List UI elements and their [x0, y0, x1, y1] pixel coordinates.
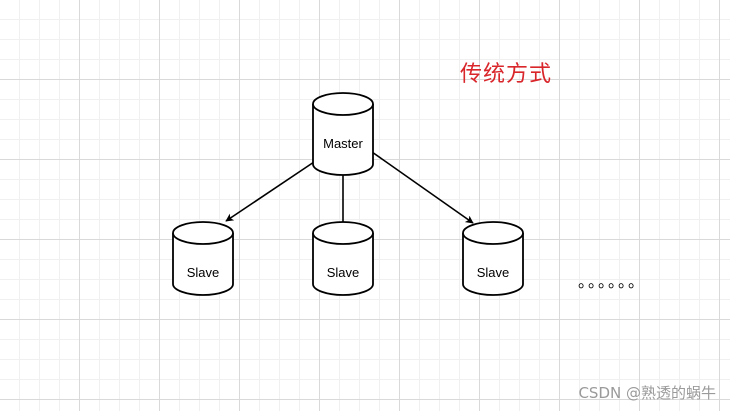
arrow-master-to-slave-1	[225, 161, 315, 222]
slave-3-cylinder-body	[462, 233, 524, 296]
slave-node-1[interactable]: Slave	[172, 221, 234, 296]
slave-1-cylinder-top	[172, 221, 234, 245]
slave-node-2[interactable]: Slave	[312, 221, 374, 296]
watermark: CSDN @熟透的蜗牛	[578, 384, 716, 402]
slave-3-label: Slave	[477, 265, 510, 280]
master-node[interactable]: Master	[312, 92, 374, 176]
slave-3-cylinder-top	[462, 221, 524, 245]
slave-2-cylinder-top	[312, 221, 374, 245]
slave-2-cylinder-body	[312, 233, 374, 296]
more-nodes-ellipsis: 。。。。。。	[578, 272, 647, 291]
slave-2-label: Slave	[327, 265, 360, 280]
diagram-title: 传统方式	[460, 62, 553, 87]
slave-node-3[interactable]: Slave	[462, 221, 524, 296]
arrow-master-to-slave-3	[371, 151, 474, 224]
slave-1-label: Slave	[187, 265, 220, 280]
slave-1-cylinder-body	[172, 233, 234, 296]
master-cylinder-top	[312, 92, 374, 116]
master-label: Master	[323, 136, 363, 151]
master-cylinder-body	[312, 104, 374, 176]
